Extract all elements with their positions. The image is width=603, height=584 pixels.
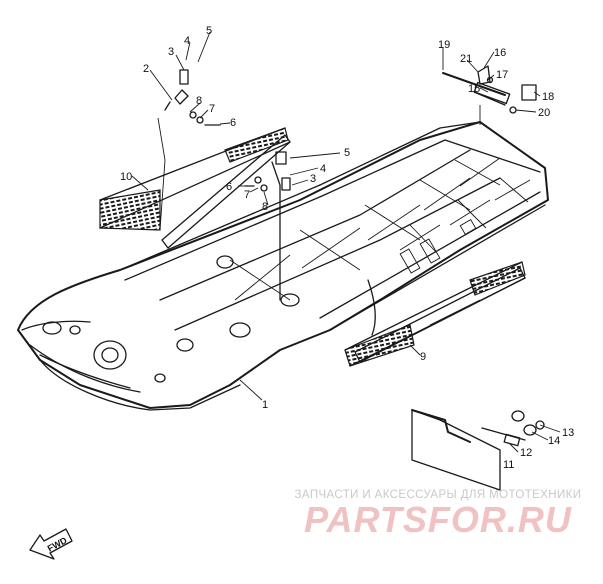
callout-16: 16 xyxy=(494,47,506,59)
watermark: ЗАПЧАСТИ И АКСЕССУАРЫ ДЛЯ МОТОТЕХНИКИ PA… xyxy=(295,489,582,540)
callout-13: 13 xyxy=(562,427,574,439)
callout-20: 20 xyxy=(538,107,550,119)
watermark-brand: PARTSFOR.RU xyxy=(304,499,572,540)
callout-6-mid: 6 xyxy=(226,181,232,193)
running-board-right xyxy=(344,261,526,367)
fwd-arrow: FWD xyxy=(29,528,73,560)
callout-15: 15 xyxy=(468,83,480,95)
callout-8: 8 xyxy=(196,95,202,107)
callout-labels: 1 2 3 4 5 8 7 6 5 4 3 6 7 8 9 10 11 12 1… xyxy=(120,25,574,471)
chassis-frame xyxy=(17,121,549,411)
leader-lines xyxy=(131,31,561,475)
callout-5: 5 xyxy=(206,25,212,37)
callout-3: 3 xyxy=(168,46,174,58)
callout-4-mid: 4 xyxy=(320,163,326,175)
hardware-left xyxy=(157,69,291,301)
callout-21: 21 xyxy=(460,53,472,65)
callout-4: 4 xyxy=(184,35,190,47)
callout-5-mid: 5 xyxy=(344,147,350,159)
running-board-left xyxy=(99,127,291,249)
callout-9: 9 xyxy=(420,351,426,363)
callout-11: 11 xyxy=(503,459,514,471)
watermark-tagline: ЗАПЧАСТИ И АКСЕССУАРЫ ДЛЯ МОТОТЕХНИКИ xyxy=(295,489,582,501)
callout-6: 6 xyxy=(230,117,236,129)
callout-2: 2 xyxy=(143,63,149,75)
callout-1: 1 xyxy=(262,399,268,411)
callout-7: 7 xyxy=(209,103,215,115)
callout-19: 19 xyxy=(438,39,450,51)
callout-14: 14 xyxy=(548,435,560,447)
callout-12: 12 xyxy=(520,447,532,459)
callout-3-mid: 3 xyxy=(310,173,316,185)
callout-17: 17 xyxy=(496,69,508,81)
callout-8-mid: 8 xyxy=(262,201,268,213)
callout-18: 18 xyxy=(542,91,554,103)
hardware-right xyxy=(442,65,537,125)
callout-7-mid: 7 xyxy=(244,189,250,201)
callout-10: 10 xyxy=(120,171,132,183)
